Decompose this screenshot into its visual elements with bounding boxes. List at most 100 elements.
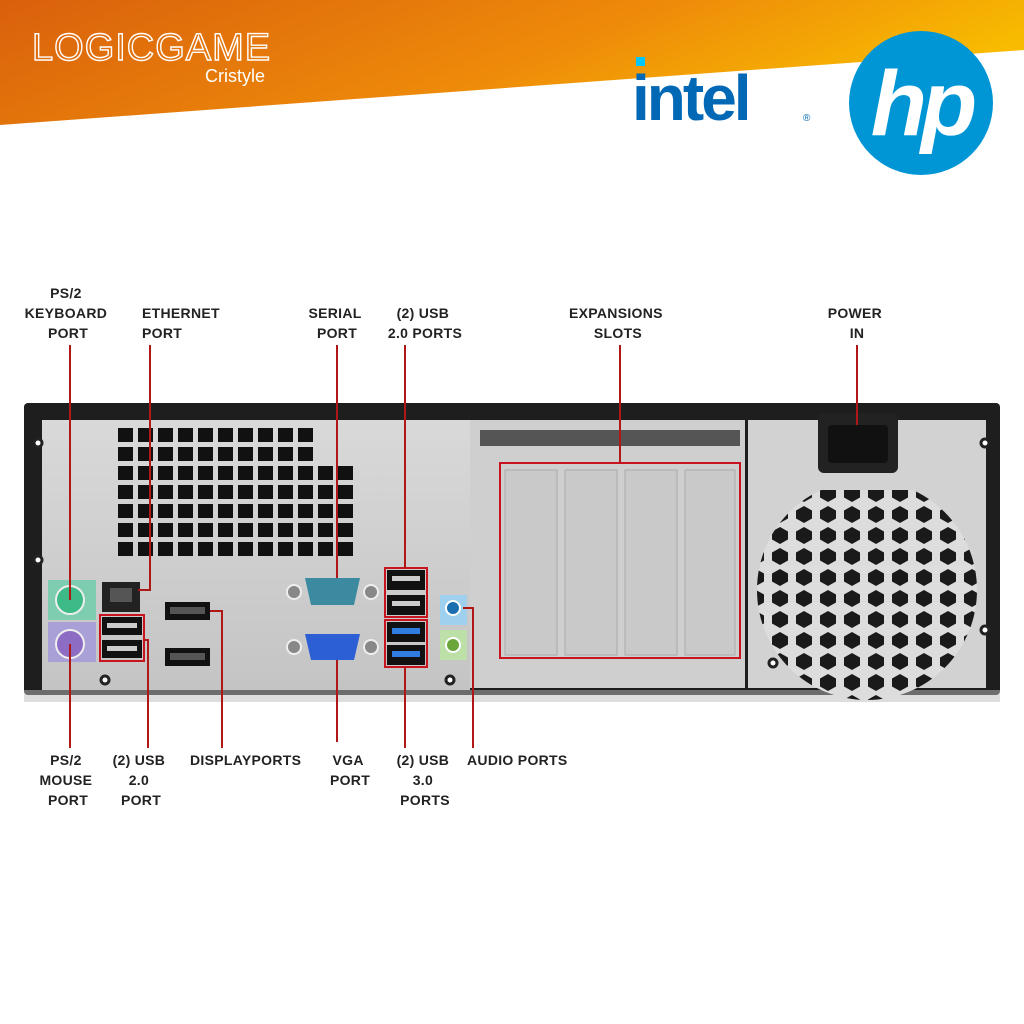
brand-sub: Cristyle <box>205 66 265 86</box>
labels-top: PS/2 KEYBOARD PORT ETHERNET PORT SERIAL … <box>25 285 887 341</box>
vent-slot <box>298 542 313 556</box>
vent-slot <box>158 485 173 499</box>
vent-slot <box>258 523 273 537</box>
vent-slot <box>118 466 133 480</box>
label-usb2-top: (2) USB 2.0 PORTS <box>388 305 462 341</box>
expansion-slots[interactable] <box>480 430 740 656</box>
svg-text:hp: hp <box>871 53 975 155</box>
orange-banner <box>0 0 1024 125</box>
vent-slot <box>218 466 233 480</box>
vent-slot <box>198 523 213 537</box>
vent-slot <box>338 466 353 480</box>
vent-slot <box>278 485 293 499</box>
vent-slot <box>238 466 253 480</box>
vent-slot <box>238 485 253 499</box>
usb3-ports[interactable] <box>387 622 425 665</box>
label-usb2-bottom: (2) USB 2.0 PORT <box>113 752 170 808</box>
vent-slot <box>198 466 213 480</box>
vent-slot <box>298 428 313 442</box>
vent-slot <box>258 447 273 461</box>
vent-slot <box>318 485 333 499</box>
vent-slot <box>158 523 173 537</box>
usb2-center-ports[interactable] <box>387 570 425 615</box>
vent-slot <box>278 504 293 518</box>
vent-slot <box>198 542 213 556</box>
vent-slot <box>218 485 233 499</box>
svg-text:®: ® <box>803 113 811 124</box>
vent-slot <box>238 428 253 442</box>
vent-slot <box>198 428 213 442</box>
label-vga: VGA PORT <box>330 752 370 788</box>
vent-slot <box>218 504 233 518</box>
vent-slot <box>118 504 133 518</box>
vent-slot <box>318 542 333 556</box>
vent-slot <box>218 428 233 442</box>
label-power-in: POWER IN <box>828 305 887 341</box>
vent-slot <box>198 504 213 518</box>
vent-slot <box>178 542 193 556</box>
vent-slot <box>258 428 273 442</box>
labels-bottom: PS/2 MOUSE PORT (2) USB 2.0 PORT DISPLAY… <box>39 752 567 808</box>
label-displayports: DISPLAYPORTS <box>190 752 301 768</box>
pc-chassis-rear <box>24 403 1000 702</box>
vent-slot <box>258 542 273 556</box>
brand-logo: LOGICGAME <box>32 27 271 69</box>
vent-slot <box>218 447 233 461</box>
vent-slot <box>238 542 253 556</box>
vent-slot <box>258 504 273 518</box>
label-expansion-slots: EXPANSIONS SLOTS <box>569 305 667 341</box>
psu-fan-grille <box>757 480 977 700</box>
vent-slot <box>118 447 133 461</box>
vent-slot <box>218 542 233 556</box>
vent-slot <box>278 466 293 480</box>
label-ps2-keyboard: PS/2 KEYBOARD PORT <box>25 285 112 341</box>
label-ps2-mouse: PS/2 MOUSE PORT <box>39 752 96 808</box>
vent-slot <box>118 428 133 442</box>
vent-slot <box>298 504 313 518</box>
vent-slot <box>178 466 193 480</box>
header-banner: LOGICGAME Cristyle <box>0 0 1024 125</box>
screws <box>32 437 991 686</box>
label-ethernet: ETHERNET PORT <box>142 305 224 341</box>
vent-slot <box>178 428 193 442</box>
vent-slot <box>318 466 333 480</box>
vent-slot <box>338 542 353 556</box>
vent-slot <box>198 447 213 461</box>
vent-slot <box>178 523 193 537</box>
vent-slot <box>318 523 333 537</box>
vent-slot <box>318 504 333 518</box>
vent-slot <box>338 485 353 499</box>
vent-slot <box>158 466 173 480</box>
usb2-left-highlight <box>99 614 145 662</box>
svg-text:intel: intel <box>632 62 749 134</box>
serial-port[interactable] <box>286 578 379 605</box>
vent-slot <box>158 447 173 461</box>
vent-slot <box>298 466 313 480</box>
vga-port[interactable] <box>286 634 379 660</box>
vent-slot <box>258 485 273 499</box>
vent-slot <box>238 447 253 461</box>
displayports[interactable] <box>165 602 210 666</box>
vent-slot <box>338 504 353 518</box>
vent-slot <box>278 428 293 442</box>
usb2-left-ports[interactable] <box>102 617 142 658</box>
vent-slot <box>278 447 293 461</box>
vent-slot <box>178 504 193 518</box>
leader-lines <box>69 345 858 748</box>
vent-slot <box>118 485 133 499</box>
vent-slot <box>158 504 173 518</box>
intel-logo: intel ® <box>632 57 811 134</box>
vent-slot <box>238 504 253 518</box>
vent-slot <box>198 485 213 499</box>
vent-slot <box>178 447 193 461</box>
vent-slot <box>118 542 133 556</box>
vent-slot <box>258 466 273 480</box>
vent-slot <box>238 523 253 537</box>
vent-slot <box>158 428 173 442</box>
vent-slot <box>298 485 313 499</box>
label-audio: AUDIO PORTS <box>467 752 568 768</box>
vent-slot <box>278 523 293 537</box>
vent-slot <box>278 542 293 556</box>
vent-slot <box>298 523 313 537</box>
